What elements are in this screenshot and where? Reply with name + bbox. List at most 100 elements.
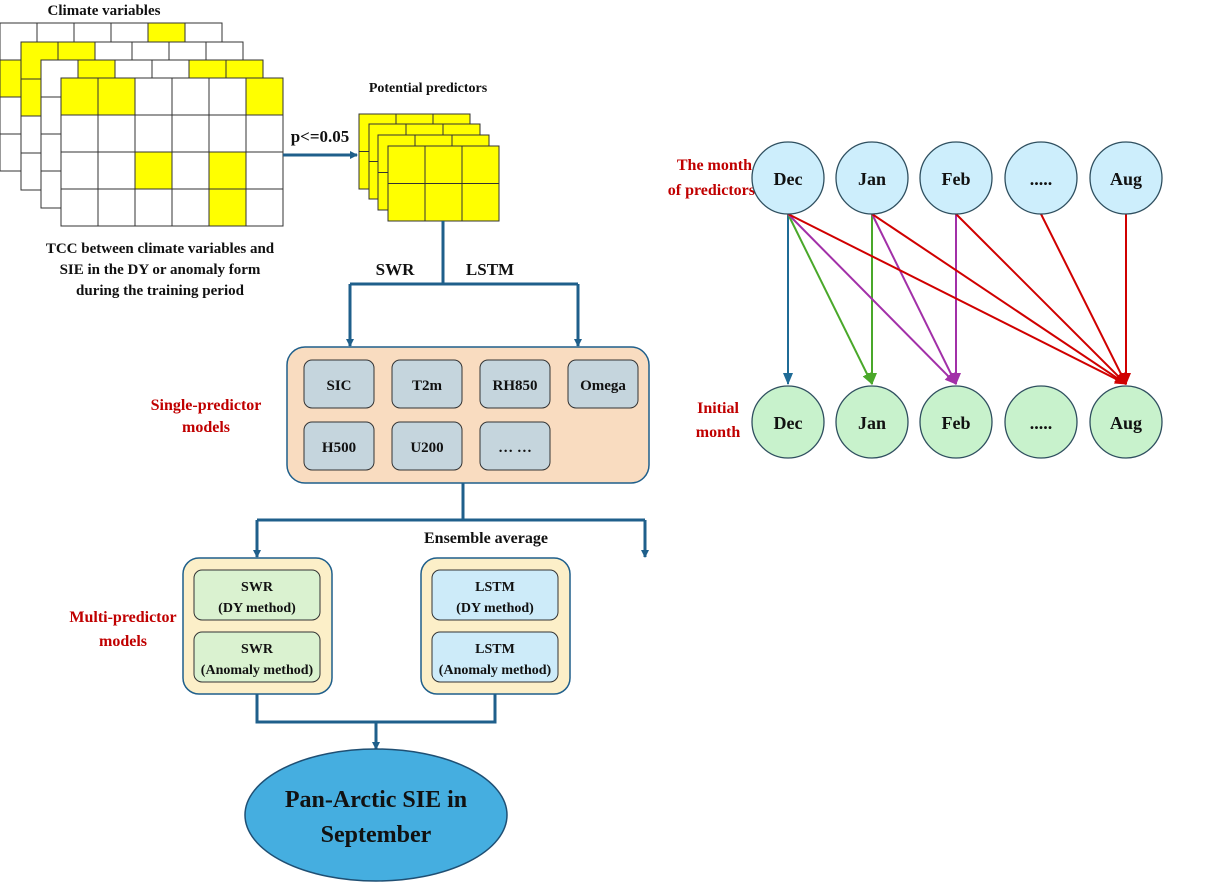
grid-cell: [134, 114, 173, 153]
grid-cell: [97, 188, 136, 227]
grid-cell: [171, 151, 210, 190]
month-link-arrow: [1040, 213, 1127, 385]
multi-model-method: (Anomaly method): [201, 663, 314, 678]
initial-month-circle: [1089, 385, 1163, 459]
multi-predictor-label-1: Multi-predictor: [69, 609, 176, 626]
grid-cell: [245, 114, 284, 153]
grid-cell: [60, 77, 99, 116]
ensemble-average-label: Ensemble average: [424, 530, 548, 547]
climate-grid-layer: [60, 77, 284, 227]
initial-month-circle: [919, 385, 993, 459]
multi-model-method: (Anomaly method): [439, 663, 552, 678]
grid-cell: [208, 114, 247, 153]
month-link-arrow: [955, 213, 1127, 385]
grid-cell: [171, 188, 210, 227]
target-text-2: September: [321, 822, 432, 848]
climate-variable-grids: [0, 22, 284, 227]
multi-model-box: [193, 631, 321, 683]
grid-cell: [208, 188, 247, 227]
single-model-box: [567, 359, 639, 409]
multi-predictor-models: SWR(DY method)SWR(Anomaly method)LSTM(DY…: [193, 569, 559, 683]
month-links: [783, 213, 1131, 385]
grid-cell: [245, 188, 284, 227]
tcc-caption-2: SIE in the DY or anomaly form: [60, 262, 261, 278]
initial-month-label-2: month: [696, 424, 741, 441]
initial-month-label: .....: [1030, 413, 1053, 433]
single-model-box: [479, 359, 551, 409]
initial-month-label: Feb: [942, 413, 971, 433]
grid-cell: [461, 145, 500, 184]
single-model-label: RH850: [493, 378, 538, 394]
month-link-arrow: [787, 213, 873, 385]
multi-model-method: (DY method): [456, 601, 534, 616]
grid-cell: [134, 151, 173, 190]
grid-cell: [171, 114, 210, 153]
month-link-arrow: [871, 213, 957, 385]
grid-cell: [461, 183, 500, 222]
grid-cell: [97, 77, 136, 116]
predictor-month-label: Aug: [1110, 169, 1142, 189]
initial-month-label: Aug: [1110, 413, 1142, 433]
multi-predictor-label-2: models: [99, 633, 147, 650]
grid-cell: [60, 188, 99, 227]
grid-cell: [245, 77, 284, 116]
predictor-month-label: Feb: [942, 169, 971, 189]
single-model-box: [391, 359, 463, 409]
predictor-month-circle: [919, 141, 993, 215]
potential-predictors-title: Potential predictors: [369, 81, 488, 96]
target-text-1: Pan-Arctic SIE in: [285, 787, 467, 813]
multi-model-name: SWR: [241, 580, 274, 595]
single-model-label: T2m: [412, 378, 443, 394]
multi-model-name: LSTM: [475, 642, 515, 657]
predictor-month-label: Jan: [858, 169, 886, 189]
single-model-label: Omega: [580, 378, 626, 394]
single-model-box: [303, 359, 375, 409]
grid-cell: [134, 188, 173, 227]
single-model-label: U200: [410, 440, 443, 456]
initial-month-label: Dec: [774, 413, 803, 433]
predictor-month-circle: [1089, 141, 1163, 215]
climate-variables-title: Climate variables: [48, 3, 161, 19]
single-predictor-label-2: models: [182, 419, 230, 436]
initial-month-circle: [751, 385, 825, 459]
multi-model-name: LSTM: [475, 580, 515, 595]
predictor-month-circle: [751, 141, 825, 215]
month-link-arrow: [787, 213, 957, 385]
tcc-caption-3: during the training period: [76, 283, 245, 299]
multi-model-box: [431, 569, 559, 621]
potential-predictor-grids: [358, 113, 500, 222]
grid-cell: [387, 145, 426, 184]
grid-cell: [97, 114, 136, 153]
grid-cell: [134, 77, 173, 116]
predictor-month-label-1: The month: [677, 157, 752, 174]
multi-model-box: [431, 631, 559, 683]
initial-month-label-1: Initial: [697, 400, 739, 417]
single-model-label: H500: [322, 440, 356, 456]
single-model-box: [303, 421, 375, 471]
flow-connectors: [253, 151, 649, 750]
grid-cell: [424, 145, 463, 184]
single-predictor-label-1: Single-predictor: [151, 397, 262, 414]
multi-model-box: [193, 569, 321, 621]
single-model-box: [479, 421, 551, 471]
multi-model-method: (DY method): [218, 601, 296, 616]
month-link-arrow: [871, 213, 1127, 385]
grid-cell: [97, 151, 136, 190]
grid-cell: [171, 77, 210, 116]
grid-cell: [387, 183, 426, 222]
branch-swr-label: SWR: [376, 260, 415, 279]
single-model-box: [391, 421, 463, 471]
grid-cell: [245, 151, 284, 190]
predictor-month-label-2: of predictors: [668, 182, 755, 199]
predictor-grid-layer: [387, 145, 500, 222]
predictor-month-label: Dec: [774, 169, 803, 189]
initial-month-circle: [1004, 385, 1078, 459]
threshold-label: p<=0.05: [291, 127, 350, 146]
grid-cell: [208, 77, 247, 116]
single-model-label: SIC: [326, 378, 351, 394]
grid-cell: [208, 151, 247, 190]
target-ellipse: [244, 748, 508, 882]
